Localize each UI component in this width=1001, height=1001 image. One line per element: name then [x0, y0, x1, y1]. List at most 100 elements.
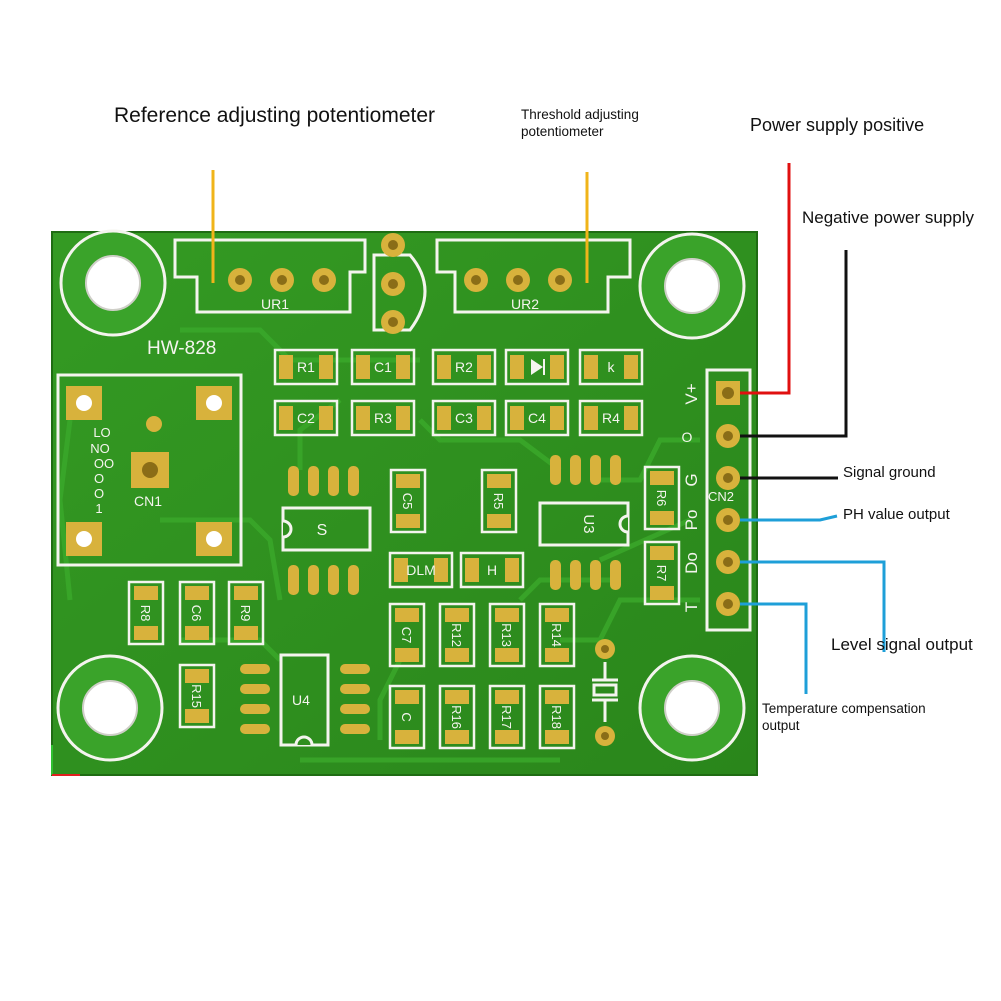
- potentiometer-ur2: UR2: [435, 238, 632, 314]
- mount-hole-top-left: [59, 229, 167, 337]
- header-pin-labels: V+ O G Po Do T: [682, 383, 701, 612]
- svg-text:NO: NO: [90, 441, 110, 456]
- label-u4: U4: [292, 692, 310, 708]
- smd-vertical: R9: [227, 580, 265, 646]
- callout-threshold-pot-line1: Threshold adjusting: [521, 107, 639, 122]
- svg-text:LO: LO: [93, 425, 110, 440]
- wire-ph-output: [740, 514, 838, 522]
- pin-label-t: T: [682, 602, 701, 612]
- callout-signal-ground: Signal ground: [843, 464, 936, 481]
- smd-label: R17: [499, 705, 514, 729]
- smd-0: C2: [273, 399, 339, 437]
- mount-hole-top-right: [638, 232, 746, 340]
- smd-label: R16: [449, 705, 464, 729]
- svg-text:O: O: [94, 471, 104, 486]
- smd-label: k: [608, 359, 616, 375]
- smd-label: C2: [297, 410, 315, 426]
- mount-hole-bottom-left: [56, 654, 164, 762]
- smd-1: R3: [350, 399, 416, 437]
- smd-vertical: R5: [480, 468, 518, 534]
- pin-label-o: O: [682, 429, 693, 445]
- svg-text:O: O: [94, 486, 104, 501]
- callout-temp-comp-line1: Temperature compensation: [762, 701, 926, 716]
- callout-threshold-pot-line2: potentiometer: [521, 124, 604, 139]
- smd-vertical: C7: [388, 602, 426, 668]
- smd-3: k: [578, 348, 644, 386]
- smd-label: C1: [374, 359, 392, 375]
- diode-smd: [504, 348, 570, 386]
- smd-label: R14: [549, 623, 564, 647]
- pin-label-g: G: [682, 473, 701, 486]
- smd-h: H: [459, 551, 525, 589]
- smd-label: R4: [602, 410, 620, 426]
- mount-hole-bottom-right: [638, 654, 746, 762]
- smd-vertical: C: [388, 684, 426, 750]
- smd-label: R15: [189, 684, 204, 708]
- smd-label: R1: [297, 359, 315, 375]
- smd-vertical: R15: [178, 663, 216, 729]
- svg-text:1: 1: [95, 501, 102, 516]
- callout-reference-pot: Reference adjusting potentiometer: [114, 104, 436, 127]
- smd-vertical: R17: [488, 684, 526, 750]
- chip-s: S: [281, 466, 372, 595]
- smd-label: C5: [400, 493, 415, 510]
- label-ur2: UR2: [511, 296, 539, 312]
- copper-traces: [57, 327, 700, 763]
- label-cn2: CN2: [708, 489, 734, 504]
- smd-label: DLM: [406, 562, 436, 578]
- callout-temp-comp-line2: output: [762, 718, 800, 733]
- smd-2: C3: [431, 399, 497, 437]
- crystal-footprint: [592, 639, 618, 746]
- potentiometer-ur1: UR1: [173, 238, 367, 314]
- pin-label-do: Do: [682, 552, 701, 574]
- smd-label: C: [399, 712, 414, 721]
- callout-level-output: Level signal output: [831, 635, 973, 654]
- smd-label: R5: [491, 493, 506, 510]
- smd-label: R7: [654, 565, 669, 582]
- smd-vertical: R7: [643, 540, 681, 606]
- wire-temp-output: [740, 602, 808, 694]
- label-ur1: UR1: [261, 296, 289, 312]
- smd-vertical: R13: [488, 602, 526, 668]
- smd-4: R4: [578, 399, 644, 437]
- connector-cn2: CN2 V+ O G Po Do T: [682, 368, 752, 632]
- chip-u3: U3: [538, 455, 630, 590]
- svg-text:OO: OO: [94, 456, 114, 471]
- callout-ph-output: PH value output: [843, 506, 950, 523]
- smd-label: R18: [549, 705, 564, 729]
- callout-temp-comp: Temperature compensation output: [762, 700, 926, 734]
- smd-vertical: C5: [389, 468, 427, 534]
- smd-label: C3: [455, 410, 473, 426]
- smd-label: R9: [238, 605, 253, 622]
- smd-vertical: R12: [438, 602, 476, 668]
- transistor-footprint: [372, 233, 427, 334]
- smd-label: R2: [455, 359, 473, 375]
- wire-power-positive: [740, 163, 791, 395]
- smd-vertical: R8: [127, 580, 165, 646]
- label-cn1: CN1: [134, 493, 162, 509]
- smd-label: C7: [399, 627, 414, 644]
- smd-label: R12: [449, 623, 464, 647]
- pin-label-po: Po: [682, 510, 701, 531]
- smd-vertical: R16: [438, 684, 476, 750]
- callout-threshold-pot: Threshold adjusting potentiometer: [521, 106, 639, 140]
- callout-power-negative: Negative power supply: [802, 208, 974, 227]
- smd-label: H: [487, 562, 497, 578]
- smd-vertical: C6: [178, 580, 216, 646]
- smd-0: R1: [273, 348, 339, 386]
- wire-level-output: [740, 560, 886, 652]
- smd-label: R6: [654, 490, 669, 507]
- smd-3: C4: [504, 399, 570, 437]
- board-model-label: HW-828: [147, 338, 216, 359]
- pin-label-vplus: V+: [682, 383, 701, 404]
- smd-vertical: R14: [538, 602, 576, 668]
- smd-dlm: DLM: [388, 551, 454, 589]
- label-u3: U3: [580, 514, 597, 533]
- callout-power-positive: Power supply positive: [750, 115, 925, 135]
- smd-2: R2: [431, 348, 497, 386]
- smd-label: R3: [374, 410, 392, 426]
- smd-label: C4: [528, 410, 546, 426]
- connector-cn1: CN1 LO NO OO O O 1: [56, 373, 243, 567]
